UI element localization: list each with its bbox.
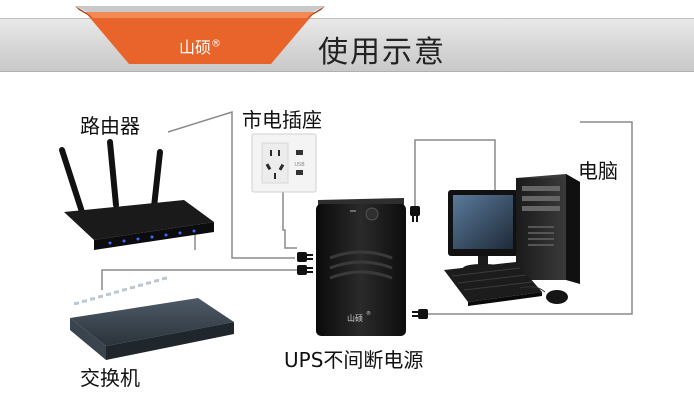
switch-body (70, 298, 234, 346)
router-body (64, 200, 214, 240)
switch-image (70, 276, 234, 360)
ups-label: UPS不间断电源 (284, 348, 424, 372)
router-antenna (59, 147, 85, 215)
ups-brand: 山硕 (347, 313, 363, 323)
switch-cable (101, 269, 297, 290)
cables (101, 110, 633, 315)
switch-ports (74, 276, 167, 306)
ups-to-monitor-cable (414, 139, 496, 232)
ups-power-button (365, 207, 379, 221)
brand-name: 山硕 (178, 38, 211, 57)
mouse (546, 290, 568, 304)
keyboard (444, 262, 542, 302)
switch-label: 交换机 (80, 366, 140, 390)
brand-banner: 山硕® (75, 6, 325, 66)
ups-to-tower-cable (428, 121, 633, 315)
plug-icon (297, 252, 313, 262)
brand-ribbon-shape (75, 6, 325, 64)
plug-icon (297, 265, 313, 275)
outlet-label: 市电插座 (242, 108, 322, 132)
ups-image: 山硕 ® (316, 198, 406, 336)
plug-icon (410, 206, 420, 222)
ups-vents (329, 250, 393, 280)
brand-logo: 山硕® (75, 34, 325, 58)
router-cable (167, 110, 295, 259)
pc-tower (516, 178, 566, 280)
outlet-image: USB (251, 133, 317, 193)
monitor-screen (453, 195, 513, 249)
page-title: 使用示意 (318, 35, 446, 70)
outlet-to-ups-cable (282, 192, 297, 249)
ups-brand-mark: ® (366, 310, 371, 317)
plug-icons (297, 206, 428, 319)
computer-image (444, 174, 580, 306)
computer-label: 电脑 (578, 159, 618, 183)
router-image (59, 139, 214, 250)
router-leds (108, 229, 196, 245)
router-antenna (151, 149, 163, 210)
plug-icon (412, 309, 428, 319)
registered-mark: ® (211, 38, 221, 50)
svg-text:USB: USB (294, 162, 305, 168)
ups-body (316, 204, 406, 336)
router-antenna (107, 139, 119, 208)
router-label: 路由器 (80, 114, 140, 138)
